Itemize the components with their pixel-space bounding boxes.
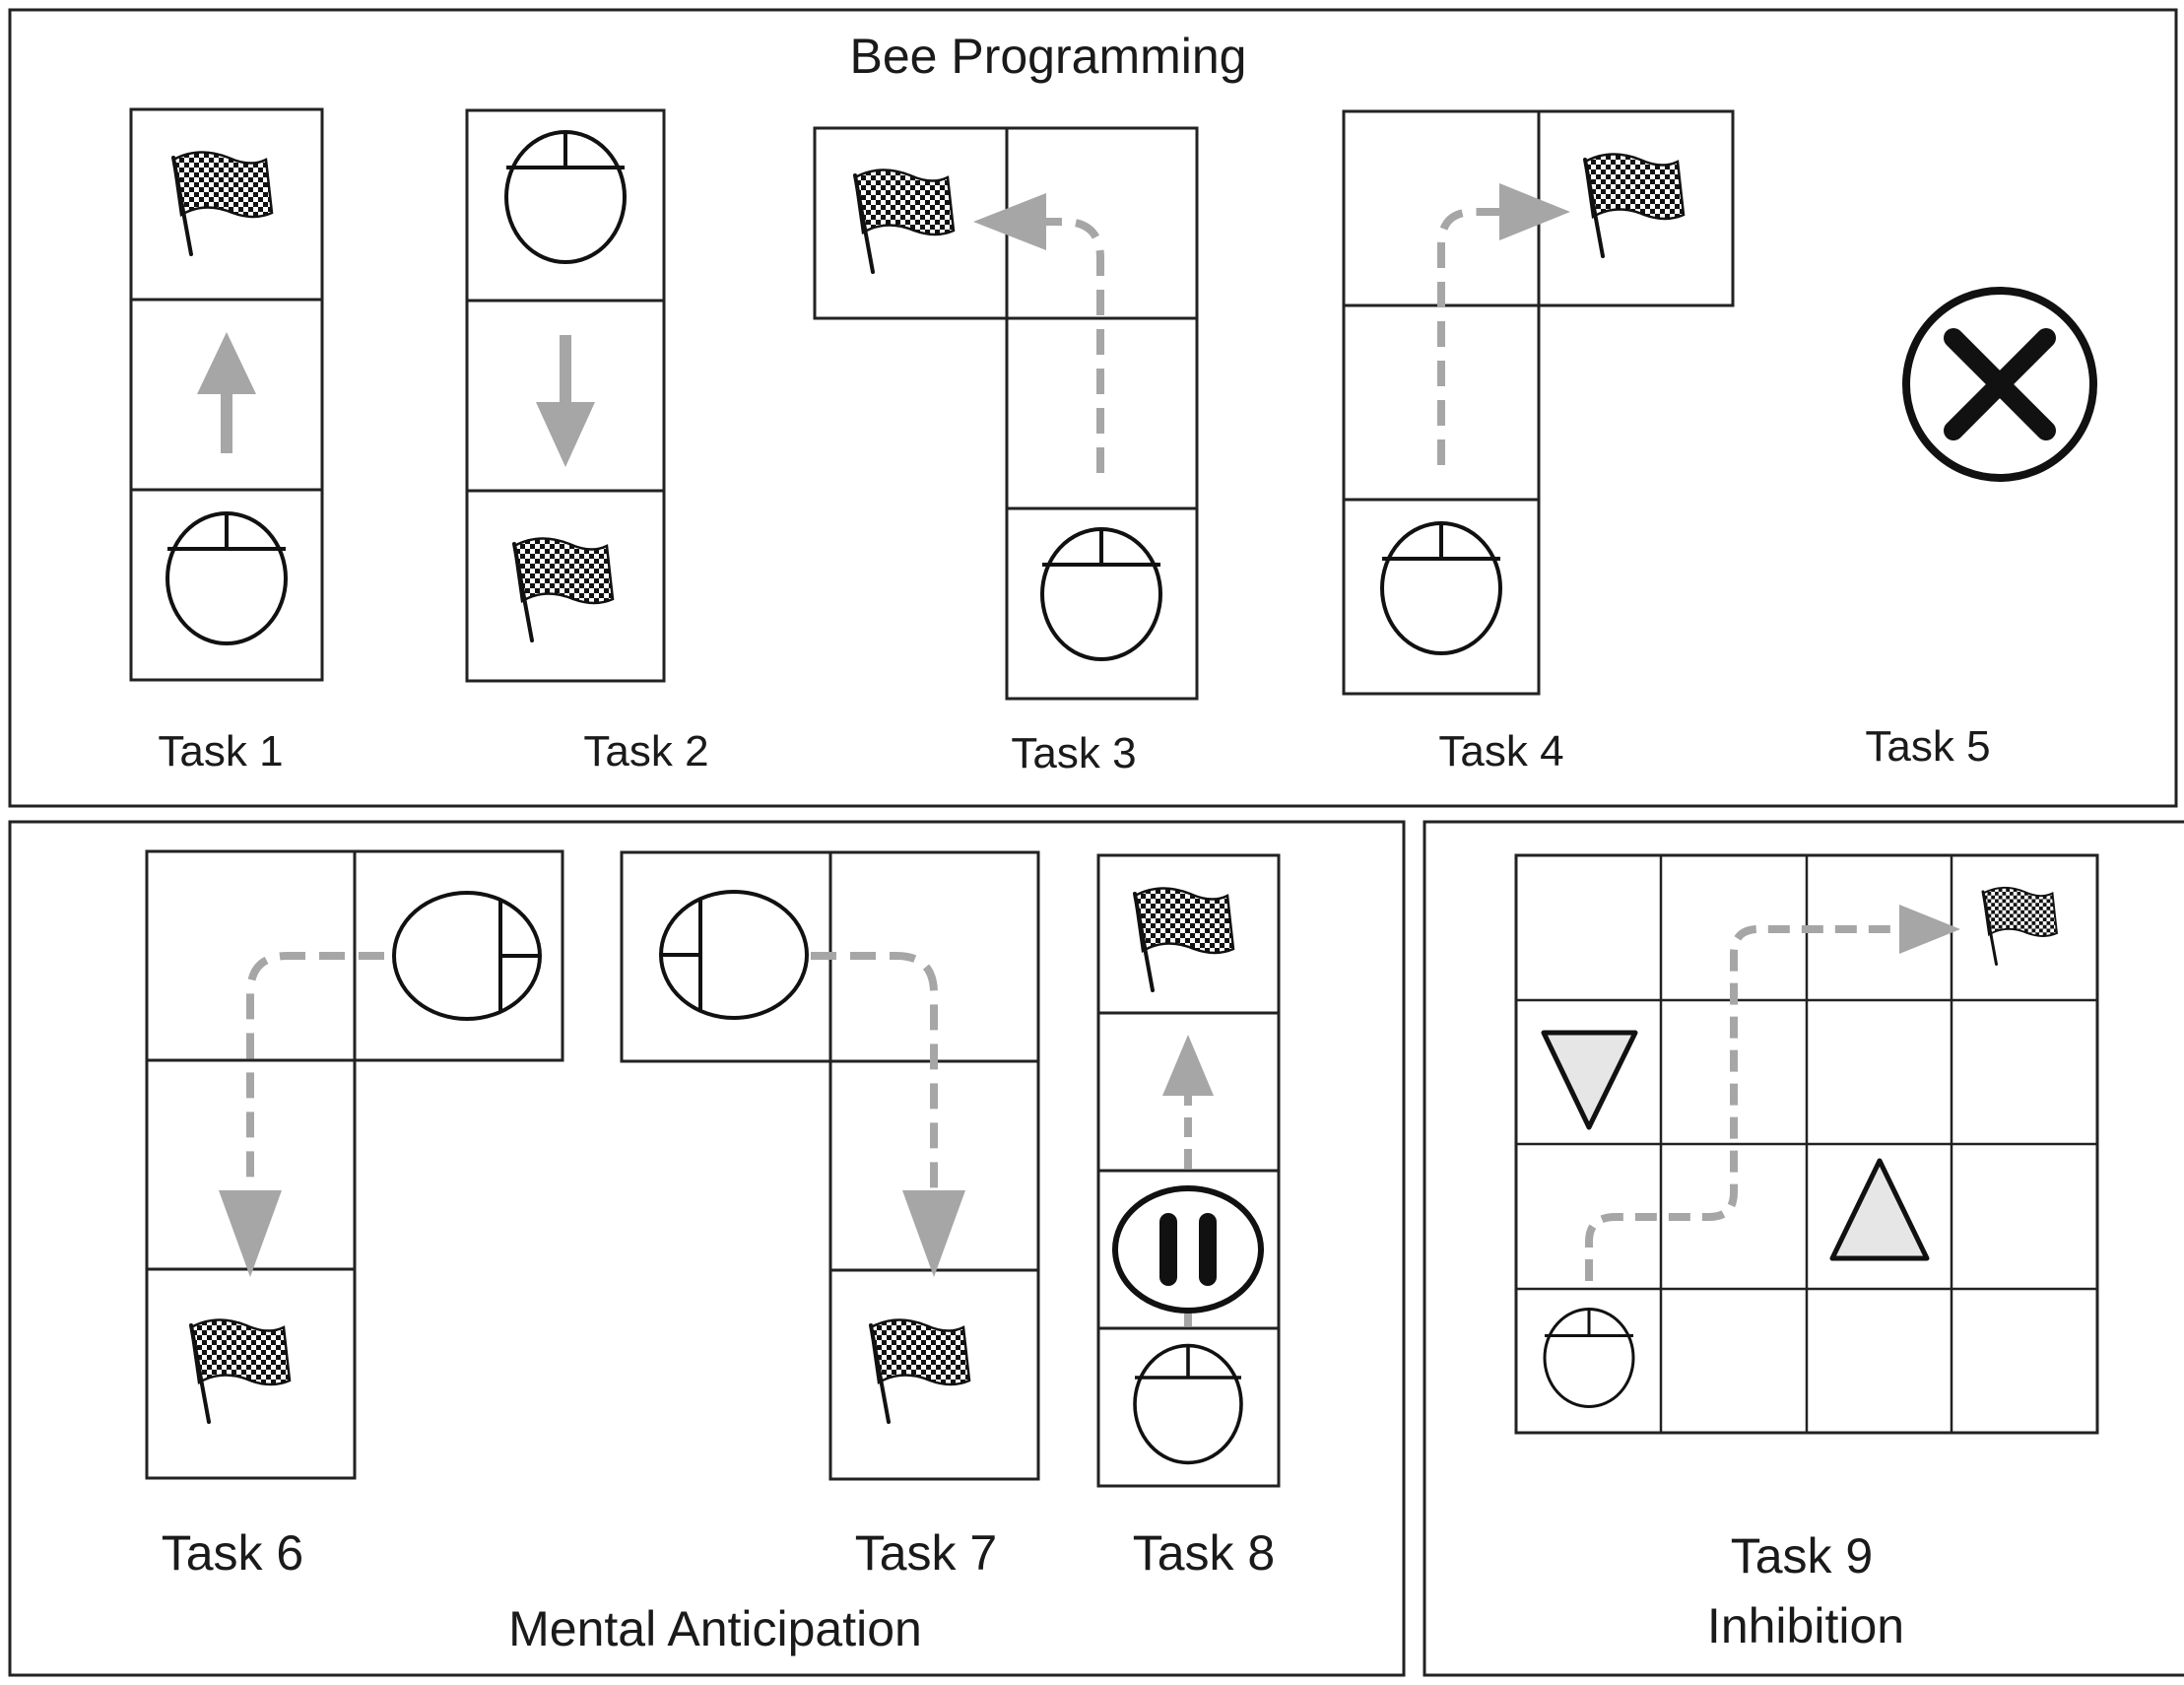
- mental-anticipation-panel: [8, 820, 1406, 1677]
- inhibition-panel: [1423, 820, 2184, 1677]
- task-5-label: Task 5: [1865, 722, 1990, 771]
- section-title-inhibition: Inhibition: [1707, 1598, 1904, 1653]
- dashed-path-arrow: [811, 952, 965, 1277]
- section-title-bee-programming: Bee Programming: [850, 29, 1247, 84]
- dashed-path-arrow: [1585, 905, 1960, 1281]
- dashed-path-arrow: [973, 193, 1104, 473]
- section-title-mental-anticipation: Mental Anticipation: [508, 1601, 922, 1656]
- arrow-down-icon: [536, 335, 595, 467]
- task-3-label: Task 3: [1011, 729, 1136, 777]
- task-2-label: Task 2: [583, 727, 708, 775]
- grid-cell: [1537, 109, 1735, 307]
- task-9-grid: [1514, 853, 2099, 1435]
- task-1-grid: [129, 107, 324, 682]
- task-9-label: Task 9: [1731, 1528, 1874, 1584]
- bee-programming-panel: [8, 8, 2178, 808]
- arrow-up-icon: [197, 332, 256, 453]
- triangle-obstacle-down-icon: [1541, 1030, 1638, 1130]
- pause-icon: [1112, 1185, 1264, 1314]
- dashed-path-arrow: [1437, 183, 1570, 465]
- task-6-label: Task 6: [162, 1525, 304, 1581]
- task-8-grid: [1096, 853, 1281, 1488]
- dashed-path-arrow: [219, 952, 384, 1277]
- task-7-label: Task 7: [855, 1525, 998, 1581]
- cancel-icon: [1902, 287, 2097, 482]
- task-7-grid: [620, 850, 1040, 1481]
- task-6-grid: [145, 849, 564, 1480]
- task-8-label: Task 8: [1133, 1525, 1276, 1581]
- task-3-grid: [813, 126, 1199, 701]
- task-4-label: Task 4: [1438, 727, 1563, 775]
- grid-cell: [620, 850, 832, 1063]
- task-4-grid: [1342, 109, 1735, 696]
- task-1-label: Task 1: [158, 727, 283, 775]
- task-2-grid: [465, 108, 666, 683]
- triangle-obstacle-up-icon: [1829, 1158, 1930, 1261]
